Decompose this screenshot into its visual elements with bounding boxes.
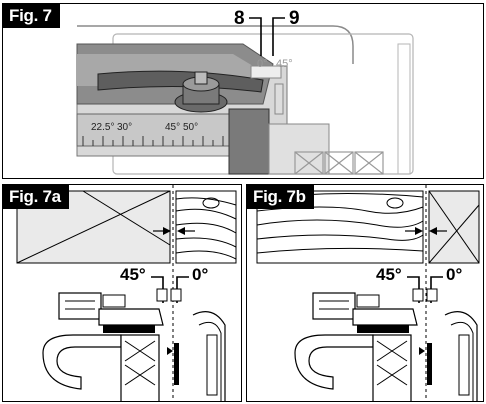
figure-7b-label: Fig. 7b [247,185,314,209]
bevel-scale-30: 30° [117,122,133,133]
figure-7-panel: Fig. 7 8 9 0° 45° 22.5° 30° 45° 50° [2,3,484,179]
figure-7b-panel: Fig. 7b 45° 0° [246,184,484,402]
bevel-scale-50: 50° [183,122,199,133]
figure-7a-label: Fig. 7a [3,185,69,209]
angle-45-label: 45° [376,265,402,284]
callout-8: 8 [234,8,245,29]
saw-0-degree-illustration [16,185,237,401]
scale-mark-0: 0° [257,58,268,70]
bevel-scale-45: 45° [165,122,181,133]
angle-0-label: 0° [446,265,463,284]
scale-mark-45: 45° [276,58,293,70]
saw-45-degree-illustration [256,185,480,401]
figure-7-label: Fig. 7 [3,4,60,28]
saw-bevel-scale-illustration [76,17,414,175]
angle-0-label: 0° [192,265,209,284]
callout-9: 9 [289,8,300,29]
bevel-scale-22-5: 22.5° [91,122,115,133]
figure-7a-panel: Fig. 7a 45° 0° [2,184,242,402]
angle-45-label: 45° [120,265,146,284]
